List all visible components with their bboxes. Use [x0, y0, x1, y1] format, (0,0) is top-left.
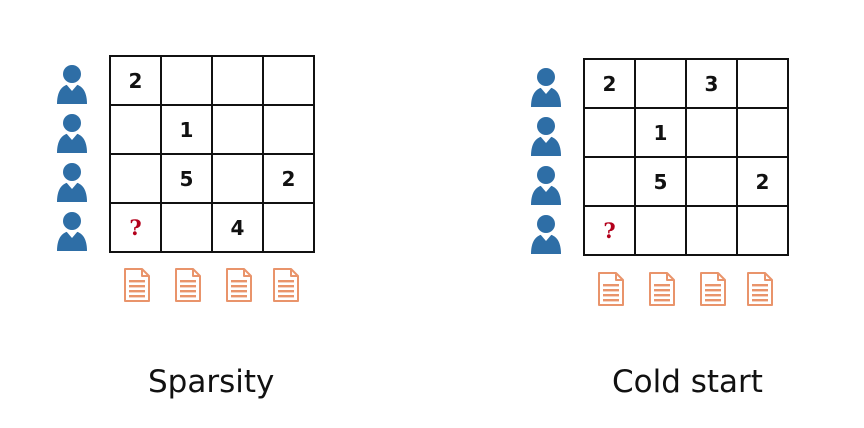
matrix-cell: [264, 106, 315, 155]
document-icon: [174, 267, 202, 303]
matrix-cell: [213, 106, 264, 155]
matrix-cell: ?: [585, 207, 636, 256]
matrix-cell: 2: [738, 158, 789, 207]
matrix-cell: 5: [162, 155, 213, 204]
user-icon: [529, 65, 563, 109]
matrix-cell: ?: [111, 204, 162, 253]
matrix-cell: 3: [687, 60, 738, 109]
matrix-cell: [213, 57, 264, 106]
document-icon: [699, 271, 727, 307]
user-icon: [529, 114, 563, 158]
user-icon: [529, 212, 563, 256]
matrix-cell: [738, 60, 789, 109]
matrix-cell: 4: [213, 204, 264, 253]
panel-caption: Cold start: [612, 364, 763, 400]
document-icon: [225, 267, 253, 303]
panel-caption: Sparsity: [148, 364, 275, 400]
matrix-cell: [738, 109, 789, 158]
document-icon: [272, 267, 300, 303]
matrix-cell: 1: [636, 109, 687, 158]
matrix-cell: 2: [111, 57, 162, 106]
matrix-cell: [111, 155, 162, 204]
document-icon: [123, 267, 151, 303]
matrix-cell: [636, 60, 687, 109]
matrix-cell: [162, 204, 213, 253]
matrix-cell: [213, 155, 264, 204]
matrix-cell: [585, 109, 636, 158]
matrix-cell: [162, 57, 213, 106]
matrix-cell: 2: [264, 155, 315, 204]
matrix-cell: [687, 207, 738, 256]
matrix-cell: 1: [162, 106, 213, 155]
matrix-cell: [585, 158, 636, 207]
matrix-cell: [687, 158, 738, 207]
matrix-cell: 2: [585, 60, 636, 109]
user-icon: [529, 163, 563, 207]
matrix-cell: [264, 204, 315, 253]
user-icon: [55, 160, 89, 204]
matrix-cell: [687, 109, 738, 158]
document-icon: [746, 271, 774, 307]
document-icon: [597, 271, 625, 307]
matrix-cell: [264, 57, 315, 106]
matrix-cell: [738, 207, 789, 256]
matrix-cell: [636, 207, 687, 256]
user-icon: [55, 209, 89, 253]
document-icon: [648, 271, 676, 307]
user-icon: [55, 111, 89, 155]
user-icon: [55, 62, 89, 106]
matrix-cell: 5: [636, 158, 687, 207]
matrix-cell: [111, 106, 162, 155]
